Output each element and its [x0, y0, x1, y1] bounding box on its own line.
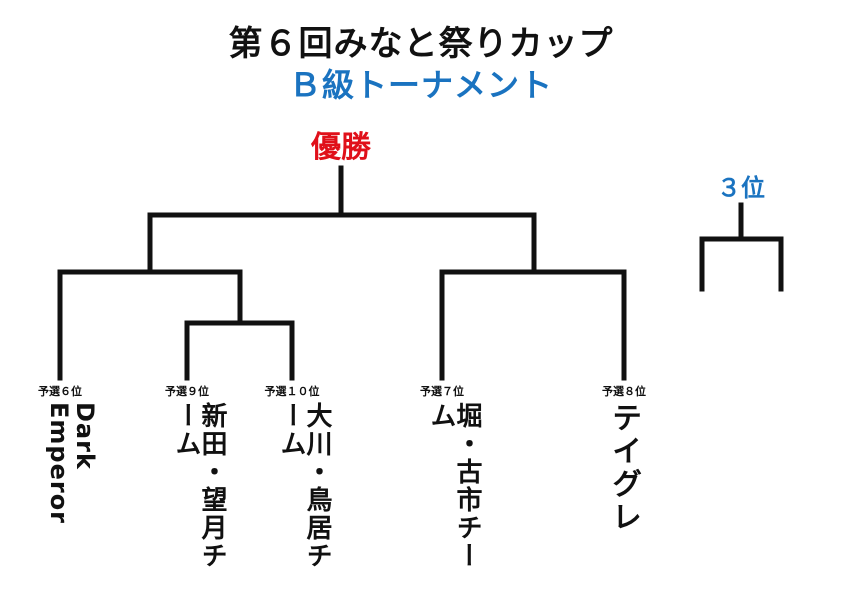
tournament-title: 第６回みなと祭りカップ	[228, 24, 614, 64]
entry-3-seed: 予選１０位	[264, 385, 320, 398]
entry-1-team: Dark Emperor	[45, 402, 99, 525]
entry-3-team: 大川・鳥居チーム	[276, 402, 332, 570]
entry-1-seed: 予選６位	[38, 385, 82, 398]
entry-2-team: 新田・望月チーム	[171, 402, 227, 570]
entry-2-seed: 予選９位	[165, 385, 209, 398]
winner-label: 優勝	[311, 130, 371, 165]
entry-5-seed: 予選８位	[602, 385, 646, 398]
entry-5-team: テイグレ	[606, 402, 641, 534]
entry-4-seed: 予選７位	[420, 385, 464, 398]
entry-4-team: 堀・古市チーム	[426, 402, 482, 570]
tournament-subtitle: Ｂ級トーナメント	[288, 66, 553, 104]
third-place-label: ３位	[717, 174, 765, 202]
